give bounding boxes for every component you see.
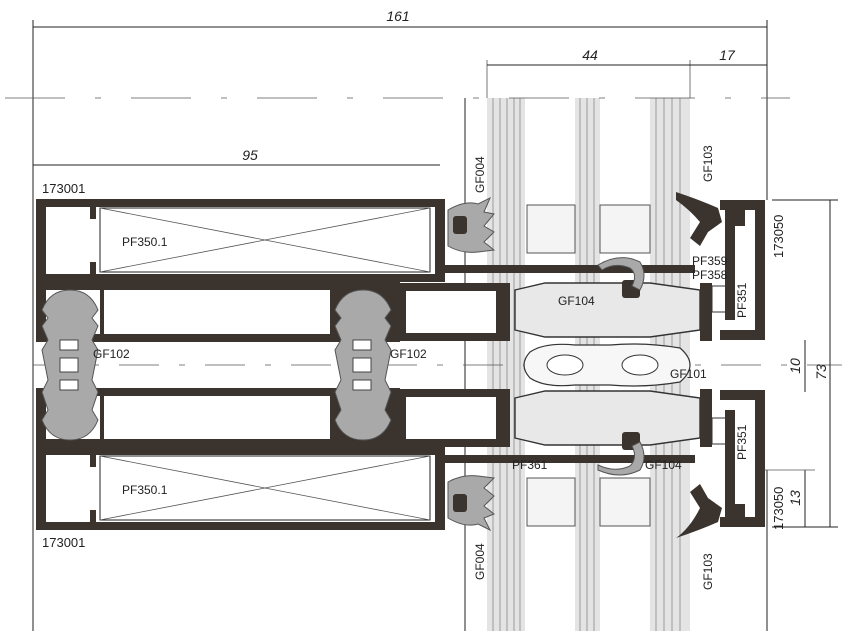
label-pf358: PF358 [692, 268, 728, 282]
label-173050-top: 173050 [771, 215, 786, 258]
label-173050-bottom: 173050 [771, 487, 786, 530]
label-173001-top: 173001 [42, 181, 85, 196]
dim-44: 44 [582, 47, 598, 63]
label-pf350-bottom: PF350.1 [122, 483, 168, 497]
label-pf359: PF359 [692, 254, 728, 268]
label-gf101: GF101 [670, 367, 707, 381]
dim-13: 13 [787, 490, 803, 506]
part-labels: 173001 173001 173050 173050 PF350.1 PF35… [42, 145, 786, 590]
dim-73: 73 [813, 364, 829, 380]
label-gf104-top: GF104 [558, 294, 595, 308]
label-pf351-bottom: PF351 [735, 424, 749, 460]
clips [597, 257, 645, 476]
thermal-break [514, 280, 727, 450]
gasket-gf103 [676, 192, 722, 538]
dim-17: 17 [719, 47, 736, 63]
label-pf350-top: PF350.1 [122, 235, 168, 249]
construction-lines [5, 20, 842, 631]
label-gf102-left: GF102 [93, 347, 130, 361]
gasket-gf004 [447, 196, 496, 532]
dimension-labels: 161 44 17 95 73 10 13 [242, 8, 829, 506]
label-pf361: PF361 [512, 458, 548, 472]
frame-profile-bottom [36, 388, 445, 530]
right-profile [720, 200, 765, 527]
label-gf004-top: GF004 [473, 156, 487, 193]
dimension-lines [33, 26, 838, 528]
label-gf103-top: GF103 [701, 145, 715, 182]
dim-10: 10 [787, 358, 803, 374]
label-gf104-bottom: GF104 [645, 458, 682, 472]
label-gf004-bottom: GF004 [473, 543, 487, 580]
gasket-gf102 [41, 289, 392, 441]
dim-95: 95 [242, 147, 258, 163]
label-gf103-bottom: GF103 [701, 553, 715, 590]
label-gf102-center: GF102 [390, 347, 427, 361]
label-pf351-top: PF351 [735, 282, 749, 318]
center-chambers [400, 265, 695, 463]
label-173001-bottom: 173001 [42, 535, 85, 550]
dim-161: 161 [386, 8, 409, 24]
